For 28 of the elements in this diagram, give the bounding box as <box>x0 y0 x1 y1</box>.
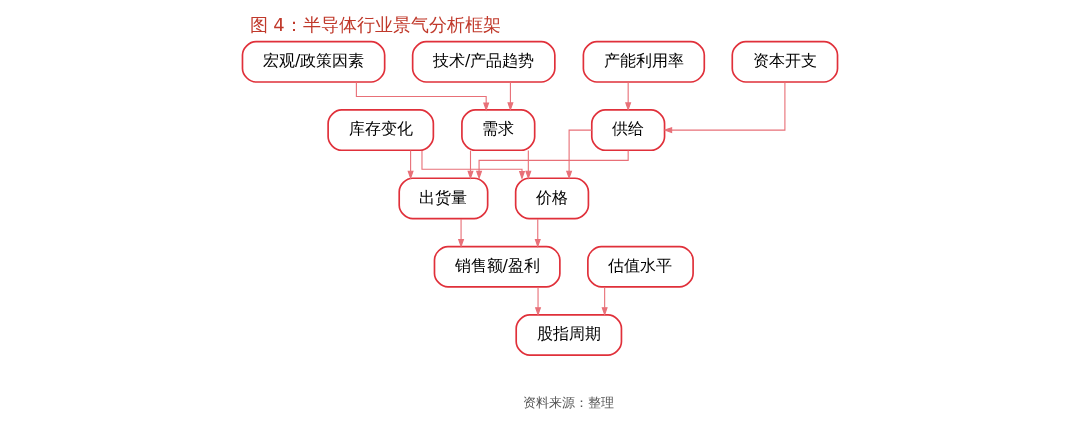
arrow <box>601 286 608 317</box>
arrow <box>534 286 542 317</box>
node-box: 库存变化 <box>327 109 435 152</box>
arrow <box>467 150 474 180</box>
node-box: 需求 <box>461 109 536 152</box>
node-box: 估值水平 <box>587 245 694 288</box>
node-box: 技术/产品趋势 <box>411 40 556 83</box>
arrow <box>663 81 786 134</box>
arrow <box>421 150 526 180</box>
arrow <box>565 129 593 180</box>
arrow <box>407 150 414 180</box>
node-box: 销售额/盈利 <box>433 245 561 288</box>
node-box: 供给 <box>590 109 666 152</box>
arrow <box>457 218 465 248</box>
node-box: 宏观/政策因素 <box>241 40 386 83</box>
arrow <box>625 81 632 112</box>
node-box: 股指周期 <box>515 314 623 356</box>
node-box: 出货量 <box>398 177 489 220</box>
node-box: 资本开支 <box>731 40 839 83</box>
node-box: 价格 <box>514 177 590 220</box>
arrow <box>355 81 490 112</box>
caption: 资料来源：整理 <box>523 394 615 410</box>
arrow <box>475 149 629 180</box>
arrow <box>525 150 532 180</box>
node-box: 产能利用率 <box>582 40 706 83</box>
arrow <box>507 81 514 112</box>
diagram-title: 图 4：半导体行业景气分析框架 <box>249 14 501 36</box>
arrow <box>534 218 541 248</box>
